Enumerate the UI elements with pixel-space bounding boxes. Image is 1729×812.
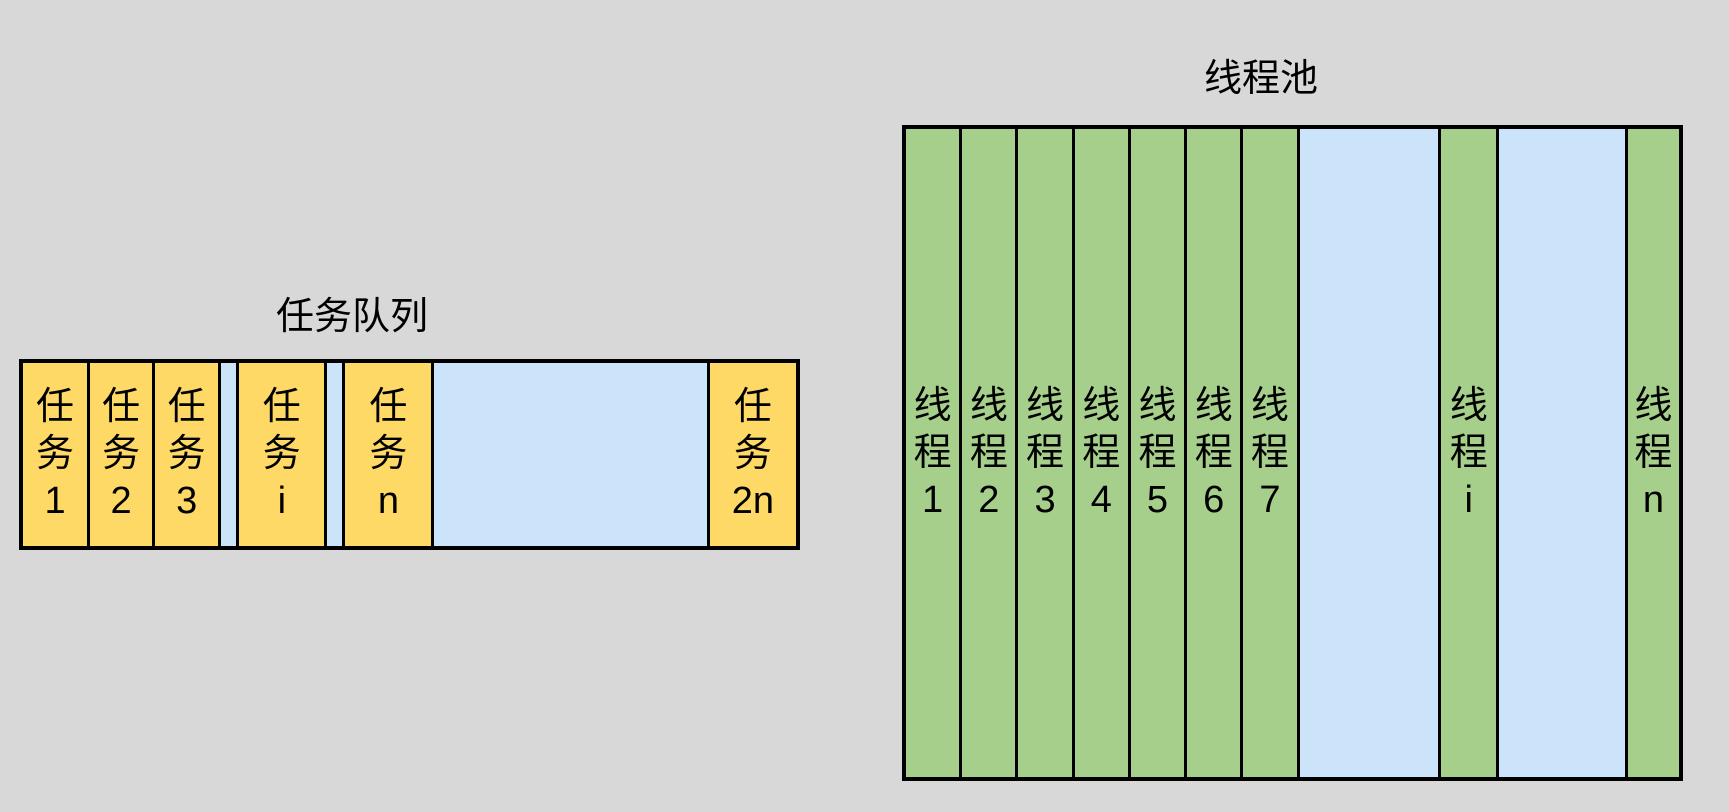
thread-cell-5: 线 程 5 — [1127, 129, 1185, 777]
thread-cell-i-label: 线 程 i — [1449, 384, 1488, 521]
task-cell-n-label: 任 务 n — [369, 386, 408, 522]
thread-cell-n: 线 程 n — [1624, 129, 1680, 777]
thread-cell-3-label: 线 程 3 — [1026, 384, 1065, 521]
thread-cell-i: 线 程 i — [1438, 129, 1497, 777]
task-cell-i-label: 任 务 i — [262, 386, 301, 522]
task-cell-2n-label: 任 务 2n — [731, 386, 775, 522]
task-cell-i: 任 务 i — [236, 363, 325, 546]
task-cell-2n: 任 务 2n — [706, 363, 796, 546]
task-cell-2-label: 任 务 2 — [102, 386, 141, 522]
thread-cell-7: 线 程 7 — [1240, 129, 1297, 777]
pool-idle-slot-1 — [1296, 129, 1439, 777]
task-cell-1-label: 任 务 1 — [36, 386, 75, 522]
queue-empty-slot-2 — [324, 363, 343, 546]
thread-cell-7-label: 线 程 7 — [1250, 384, 1289, 521]
queue-empty-slot-large — [431, 363, 707, 546]
thread-cell-2: 线 程 2 — [959, 129, 1016, 777]
thread-cell-6: 线 程 6 — [1184, 129, 1241, 777]
thread-cell-2-label: 线 程 2 — [969, 384, 1008, 521]
task-cell-3: 任 务 3 — [152, 363, 219, 546]
thread-cell-4: 线 程 4 — [1071, 129, 1128, 777]
task-cell-1: 任 务 1 — [23, 363, 88, 546]
thread-cell-1: 线 程 1 — [906, 129, 960, 777]
thread-pool-box: 线 程 1 线 程 2 线 程 3 线 程 4 线 程 5 线 程 6 线 程 … — [902, 125, 1683, 781]
queue-empty-slot-1 — [218, 363, 237, 546]
task-cell-3-label: 任 务 3 — [167, 386, 206, 522]
thread-cell-1-label: 线 程 1 — [913, 384, 952, 521]
task-cell-2: 任 务 2 — [87, 363, 153, 546]
thread-cell-4-label: 线 程 4 — [1082, 384, 1121, 521]
thread-cell-3: 线 程 3 — [1015, 129, 1072, 777]
thread-cell-n-label: 线 程 n — [1634, 384, 1673, 521]
pool-idle-slot-2 — [1496, 129, 1625, 777]
task-queue-title: 任务队列 — [275, 296, 429, 338]
task-queue-box: 任 务 1 任 务 2 任 务 3 任 务 i 任 务 n 任 务 2n — [19, 359, 800, 550]
task-cell-n: 任 务 n — [342, 363, 432, 546]
thread-cell-6-label: 线 程 6 — [1194, 384, 1233, 521]
thread-pool-title: 线程池 — [1203, 58, 1319, 100]
thread-cell-5-label: 线 程 5 — [1138, 384, 1177, 521]
